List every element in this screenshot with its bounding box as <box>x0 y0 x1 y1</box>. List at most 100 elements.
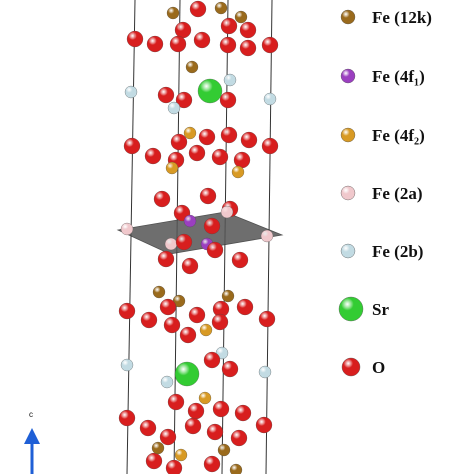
atom-o <box>203 217 221 235</box>
atom-o <box>188 306 206 324</box>
atom-o <box>198 128 216 146</box>
legend: Fe (12k) Fe (4f₁) Fe (4f₂) Fe (2a) Fe (2… <box>338 8 432 377</box>
atom-fe12k <box>152 285 166 299</box>
atom-fe4f2 <box>199 323 213 337</box>
atom-fe2a <box>220 205 234 219</box>
legend-item-fe2b: Fe (2b) <box>340 242 423 261</box>
atom-o <box>159 428 177 446</box>
atom-o <box>169 35 187 53</box>
legend-item-o: O <box>341 357 385 377</box>
atom-o <box>189 0 207 18</box>
atom-o <box>231 251 249 269</box>
atom-fe12k <box>151 441 165 455</box>
atom-o <box>221 360 239 378</box>
legend-label: Fe (4f₁) <box>372 67 425 86</box>
legend-label: O <box>372 358 385 377</box>
atom-fe4f2 <box>183 126 197 140</box>
atom-fe4f2 <box>198 391 212 405</box>
atom-fe4f2 <box>174 448 188 462</box>
atom-o <box>174 21 192 39</box>
legend-item-fe12k: Fe (12k) <box>340 8 432 27</box>
atom-fe12k <box>214 1 228 15</box>
atom-o <box>255 416 273 434</box>
atoms <box>118 0 279 474</box>
atom-fe2a <box>260 229 274 243</box>
legend-swatch <box>341 357 361 377</box>
atom-o <box>239 21 257 39</box>
axis-arrow-head <box>24 428 40 444</box>
atom-o <box>175 91 193 109</box>
atom-o <box>163 316 181 334</box>
atom-fe12k <box>234 10 248 24</box>
atom-o <box>206 241 224 259</box>
cell-edge <box>126 0 136 474</box>
atom-o <box>230 429 248 447</box>
legend-label: Fe (2b) <box>372 242 423 261</box>
atom-fe4f2 <box>231 165 245 179</box>
legend-swatch <box>338 296 364 322</box>
atom-fe12k <box>221 289 235 303</box>
atom-o <box>145 452 163 470</box>
atom-o <box>175 233 193 251</box>
atom-fe2a <box>120 222 134 236</box>
atom-o <box>179 326 197 344</box>
atom-o <box>239 39 257 57</box>
atom-o <box>219 91 237 109</box>
atom-o <box>139 419 157 437</box>
atom-fe12k <box>166 6 180 20</box>
atom-fe12k <box>217 443 231 457</box>
atom-o <box>220 17 238 35</box>
atom-fe4f1 <box>183 214 197 228</box>
atom-o <box>123 137 141 155</box>
atom-o <box>199 187 217 205</box>
atom-o <box>203 455 221 473</box>
legend-swatch <box>340 68 356 84</box>
atom-o <box>261 137 279 155</box>
atom-fe2a <box>164 237 178 251</box>
atom-o <box>140 311 158 329</box>
atom-o <box>261 36 279 54</box>
atom-o <box>233 151 251 169</box>
legend-swatch <box>340 127 356 143</box>
atom-o <box>181 257 199 275</box>
atom-o <box>187 402 205 420</box>
legend-item-sr: Sr <box>338 296 389 322</box>
atom-o <box>157 86 175 104</box>
atom-o <box>203 351 221 369</box>
atom-o <box>153 190 171 208</box>
atom-o <box>146 35 164 53</box>
atom-fe2b <box>120 358 134 372</box>
legend-label: Sr <box>372 300 389 319</box>
atom-fe2b <box>223 73 237 87</box>
atom-fe2b <box>160 375 174 389</box>
atom-fe2b <box>124 85 138 99</box>
atom-o <box>211 313 229 331</box>
atom-o <box>126 30 144 48</box>
atom-o <box>157 250 175 268</box>
c-axis-indicator: c <box>24 410 40 474</box>
atom-o <box>220 126 238 144</box>
atom-sr <box>197 78 223 104</box>
atom-o <box>193 31 211 49</box>
atom-fe4f2 <box>165 161 179 175</box>
atom-fe2b <box>167 101 181 115</box>
atom-o <box>206 423 224 441</box>
atom-o <box>184 417 202 435</box>
legend-label: Fe (4f₂) <box>372 126 425 145</box>
atom-fe2b <box>263 92 277 106</box>
atom-o <box>165 459 183 474</box>
atom-o <box>211 148 229 166</box>
atom-o <box>188 144 206 162</box>
atom-o <box>167 393 185 411</box>
legend-label: Fe (2a) <box>372 184 423 203</box>
legend-swatch <box>340 9 356 25</box>
atom-o <box>118 409 136 427</box>
legend-label: Fe (12k) <box>372 8 432 27</box>
mirror-plane <box>116 211 284 255</box>
atom-fe2b <box>258 365 272 379</box>
axis-label: c <box>29 410 33 419</box>
atom-o <box>234 404 252 422</box>
atom-o <box>236 298 254 316</box>
atom-o <box>219 36 237 54</box>
